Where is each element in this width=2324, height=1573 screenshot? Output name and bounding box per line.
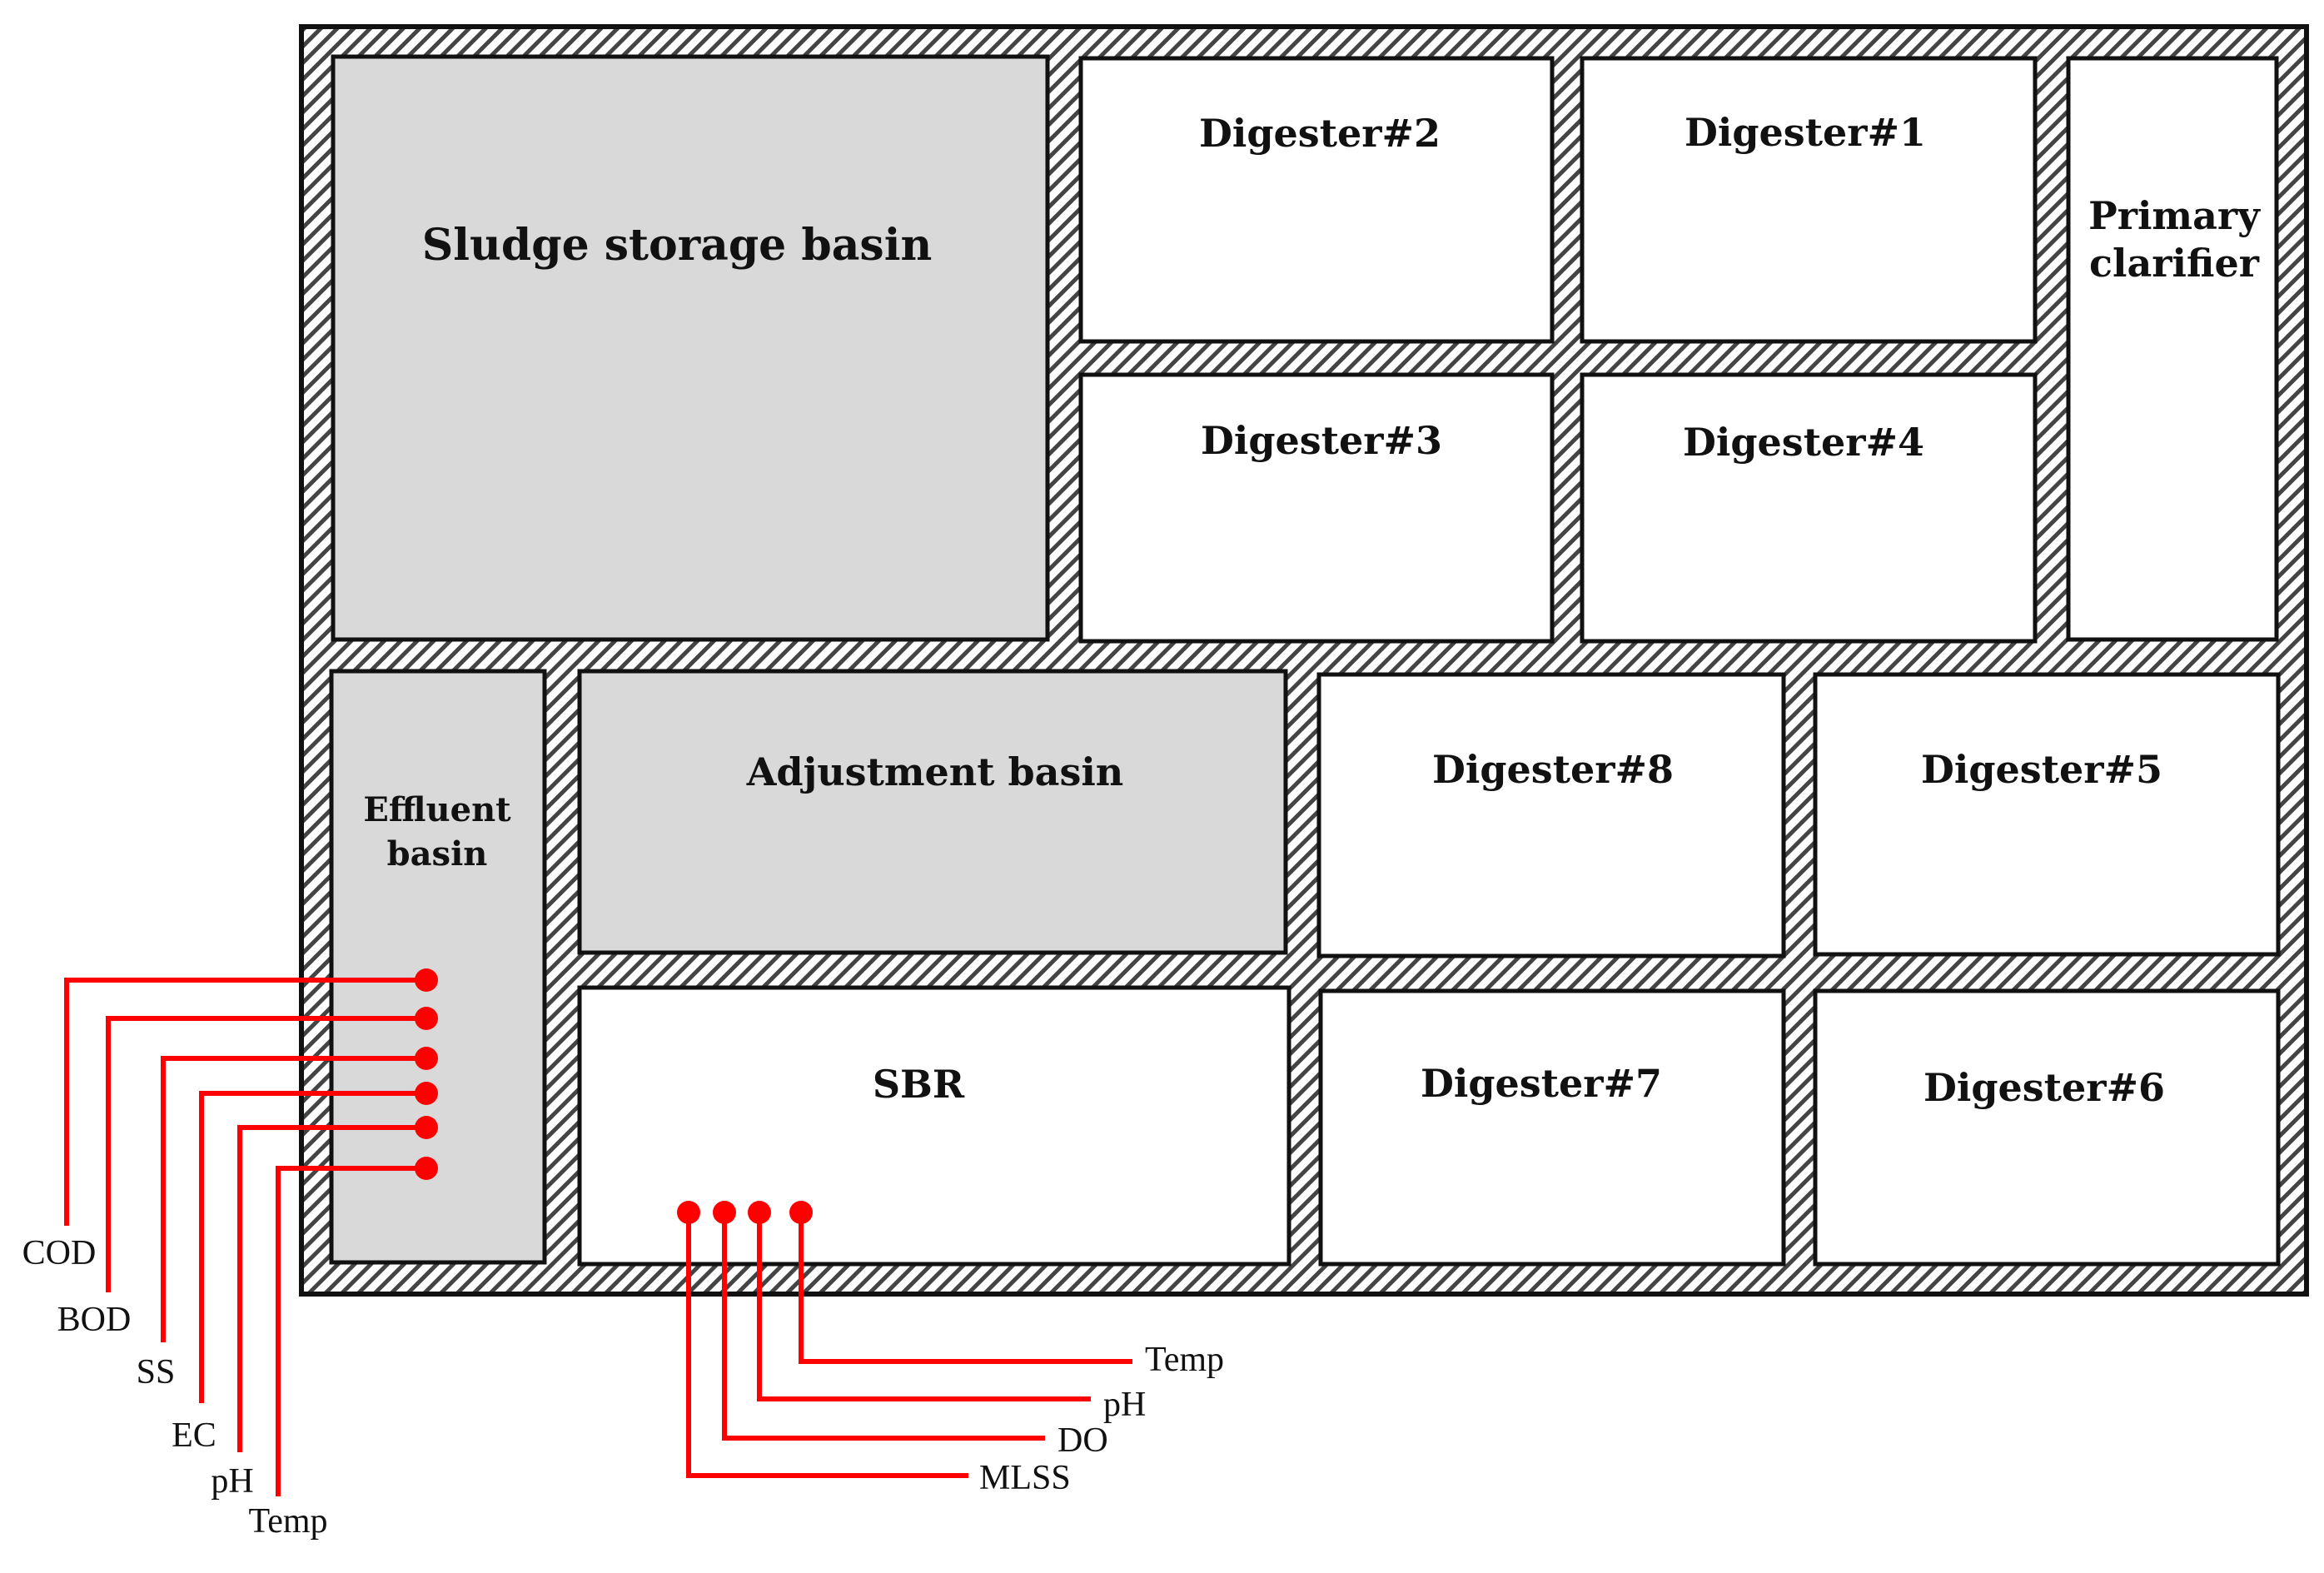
sbr-sensor-dots	[677, 1201, 813, 1224]
digester-6-label: Digester#6	[1923, 1065, 2165, 1110]
primary-clarifier-label-line1: Primary	[2088, 193, 2261, 238]
sensor-label-cod: COD	[22, 1234, 97, 1272]
sensor-probe-temp	[415, 1157, 438, 1180]
sbr-probe-mlss	[677, 1201, 700, 1224]
sensor-label-ec: EC	[172, 1416, 216, 1455]
sludge-storage-basin-label: Sludge storage basin	[422, 220, 933, 271]
primary-clarifier-label-line2: clarifier	[2089, 241, 2260, 286]
sensor-probe-ss	[415, 1047, 438, 1070]
sbr-label-mlss: MLSS	[979, 1459, 1071, 1497]
sbr-line-mlss	[686, 1212, 968, 1478]
sensor-label-temp: Temp	[248, 1502, 327, 1541]
sensor-line-cod	[64, 978, 426, 1226]
primary-clarifier	[2066, 56, 2279, 642]
digester-3-label: Digester#3	[1201, 418, 1442, 463]
sbr-label-ph: pH	[1103, 1386, 1146, 1424]
sensor-line-temp	[276, 1166, 426, 1496]
sensor-line-ec	[199, 1091, 426, 1403]
sensor-line-bod	[106, 1016, 426, 1292]
sbr-probe-do	[713, 1201, 736, 1224]
effluent-sensor-lines	[64, 978, 426, 1496]
sensor-probe-ph	[415, 1116, 438, 1139]
sbr-probe-ph	[748, 1201, 771, 1224]
sbr-sensor-lines	[686, 1212, 1132, 1478]
digester-5	[1813, 672, 2281, 957]
digester-1	[1580, 56, 2038, 344]
adjustment-basin-label: Adjustment basin	[746, 749, 1124, 794]
digester-4	[1580, 372, 2038, 644]
sludge-storage-basin	[331, 54, 1050, 642]
effluent-sensor-dots	[415, 968, 438, 1180]
sensor-line-ss	[161, 1056, 426, 1342]
sbr-line-do	[722, 1212, 1045, 1441]
digester-3	[1078, 372, 1555, 644]
sbr-line-temp	[799, 1212, 1132, 1364]
effluent-basin-label-line2: basin	[387, 834, 488, 874]
digester-5-label: Digester#5	[1921, 747, 2162, 792]
sensor-probe-cod	[415, 968, 438, 992]
sensor-line-ph	[237, 1125, 426, 1452]
sbr-label: SBR	[873, 1062, 965, 1107]
digester-7-label: Digester#7	[1421, 1061, 1662, 1106]
adjustment-basin	[577, 669, 1288, 955]
sensor-label-ss: SS	[137, 1353, 176, 1391]
digester-7	[1318, 988, 1786, 1267]
sensor-label-ph: pH	[211, 1462, 253, 1501]
effluent-basin-label-line1: Effluent	[363, 790, 511, 829]
sbr-label-temp: Temp	[1145, 1341, 1224, 1379]
sensor-probe-bod	[415, 1007, 438, 1030]
digester-2	[1078, 56, 1555, 344]
sbr-line-ph	[757, 1212, 1091, 1401]
sensor-probe-ec	[415, 1082, 438, 1105]
sensor-label-bod: BOD	[57, 1301, 132, 1339]
digester-2-label: Digester#2	[1199, 111, 1441, 156]
digester-8-label: Digester#8	[1432, 747, 1674, 792]
sbr-probe-temp	[789, 1201, 813, 1224]
digester-8	[1316, 672, 1786, 958]
digester-1-label: Digester#1	[1685, 110, 1926, 155]
sbr-label-do: DO	[1057, 1421, 1108, 1460]
effluent-basin	[329, 669, 547, 1265]
digester-4-label: Digester#4	[1683, 420, 1924, 465]
digester-6	[1813, 988, 2281, 1267]
